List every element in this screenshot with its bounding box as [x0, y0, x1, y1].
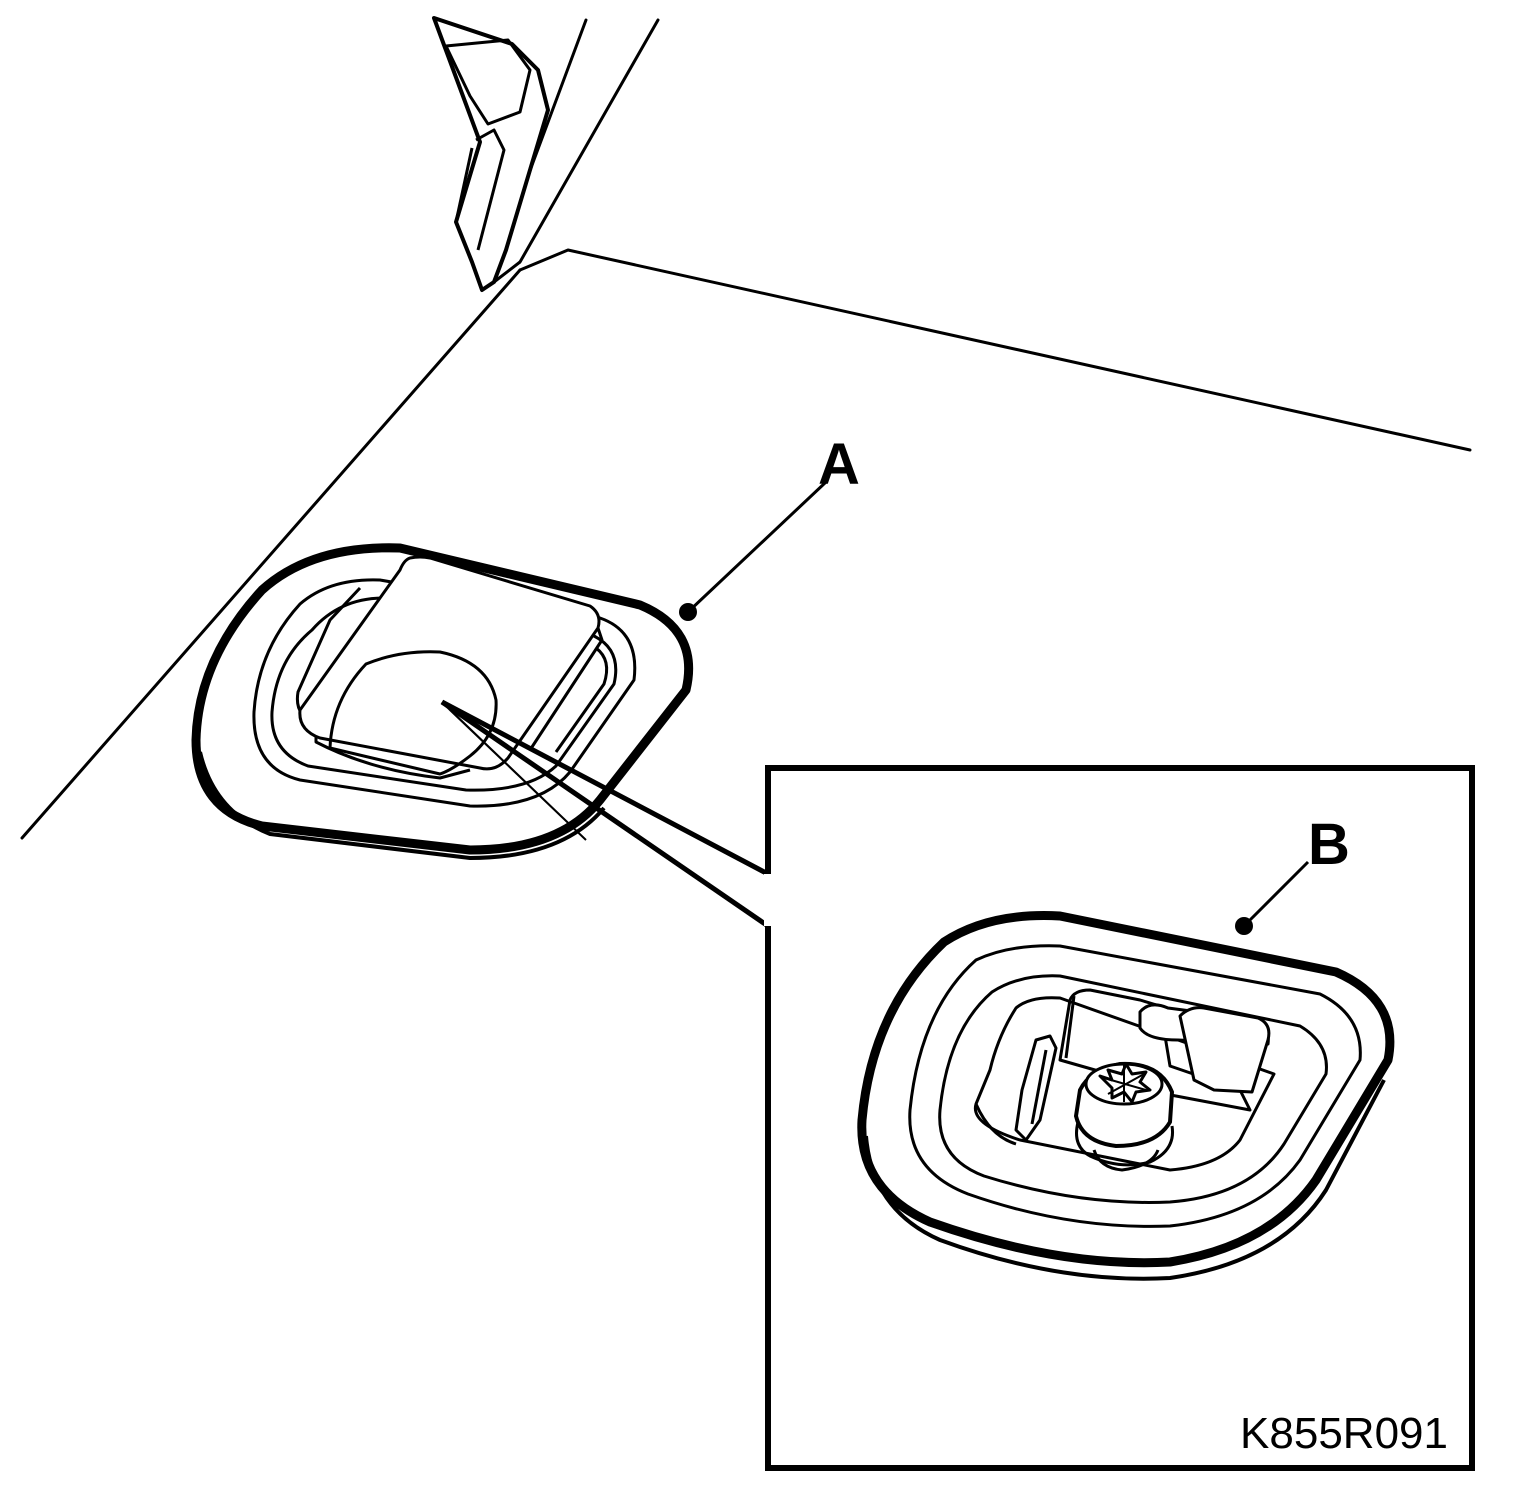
floor-edge-left — [20, 268, 522, 840]
callout-b: B — [1235, 812, 1350, 935]
leader-line-a — [686, 480, 828, 614]
figure-code: K855R091 — [1240, 1409, 1448, 1458]
leader-dot-b — [1235, 917, 1253, 935]
leader-line-b — [1242, 860, 1310, 928]
label-b: B — [1308, 812, 1350, 877]
wall-trim-line-2 — [518, 18, 660, 264]
label-a: A — [818, 432, 860, 497]
upper-bracket — [432, 16, 550, 292]
floor-edge-right — [518, 248, 1472, 452]
detail-leader — [440, 699, 770, 929]
floor-edges — [20, 18, 1472, 840]
leader-dot-a — [679, 603, 697, 621]
lashing-point-cover — [191, 543, 694, 860]
callout-a: A — [679, 432, 860, 621]
lashing-eye-detail — [857, 911, 1395, 1281]
